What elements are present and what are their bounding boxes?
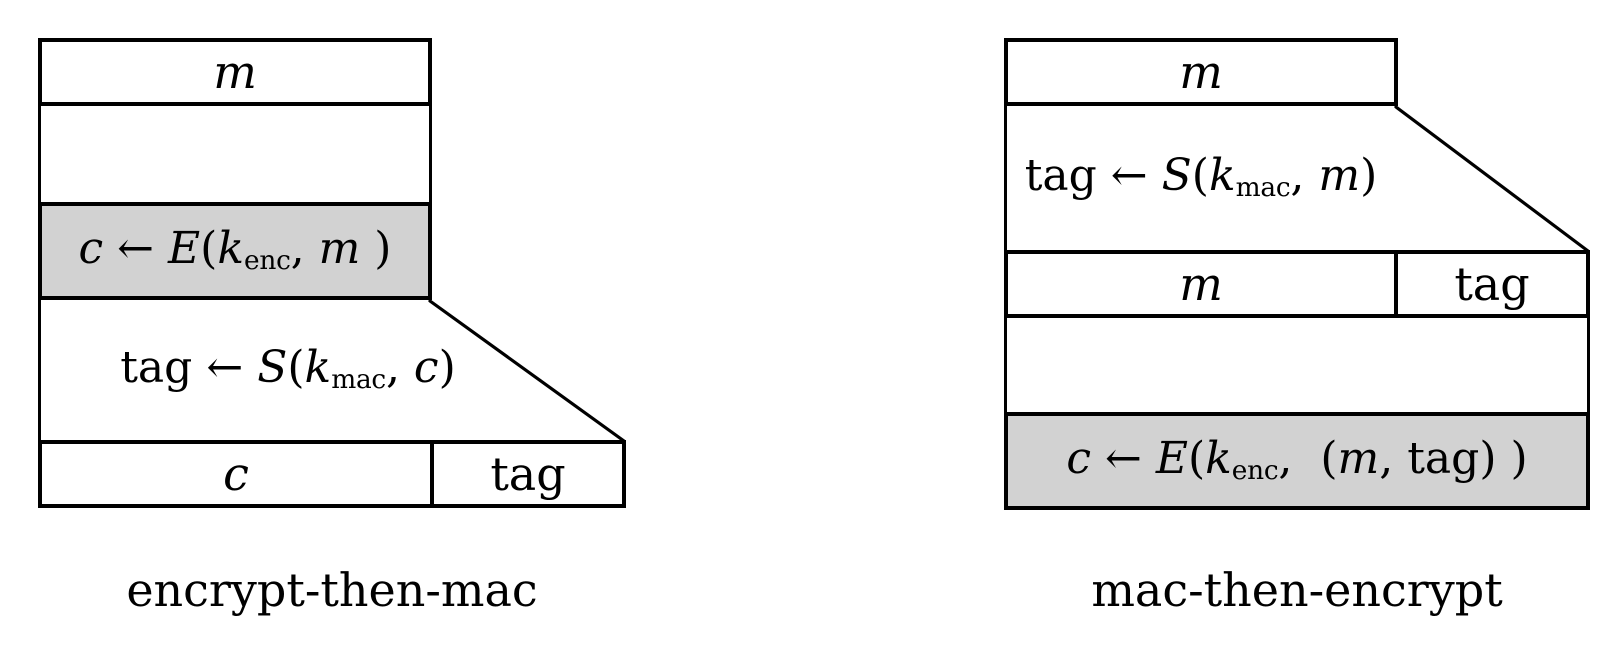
formula-segment: m xyxy=(1337,433,1380,485)
etm-message-box: m xyxy=(38,38,432,106)
mte-encrypt-box: c ← E(kenc, (m, tag) ) xyxy=(1004,412,1590,510)
mte-gap-right-connector xyxy=(1587,318,1590,414)
formula-segment: , xyxy=(385,342,414,394)
formula-segment: ← xyxy=(1090,433,1156,485)
formula-segment: S xyxy=(1161,150,1192,202)
formula-segment: ← xyxy=(103,223,169,275)
formula-segment: k xyxy=(1208,150,1236,202)
etm-gap-left-connector xyxy=(38,106,41,202)
formula-segment: ) xyxy=(360,223,392,275)
formula-segment: m xyxy=(1318,150,1361,202)
etm-tag-left-connector xyxy=(38,300,41,442)
formula-segment: , xyxy=(1379,433,1408,485)
formula-segment: c xyxy=(78,223,104,275)
formula-segment: ) xyxy=(438,342,456,394)
mte-mac-message-label: m xyxy=(1179,257,1223,311)
formula-segment: , xyxy=(290,223,319,275)
formula-segment: mac xyxy=(1235,172,1291,204)
mte-mac-message-cell: m xyxy=(1008,254,1398,314)
etm-tag-computation-region: tag ← S(kmac, c) xyxy=(38,300,538,440)
mte-gap-left-connector xyxy=(1004,318,1007,414)
formula-segment: mac xyxy=(331,364,386,396)
formula-segment: ← xyxy=(1096,150,1162,202)
formula-segment: m xyxy=(318,223,361,275)
etm-encrypt-box: c ← E(kenc, m ) xyxy=(38,202,432,300)
formula-segment: c xyxy=(413,342,439,394)
formula-segment: k xyxy=(217,223,244,275)
etm-diagram-label: encrypt-then-mac xyxy=(126,563,538,617)
etm-output-row: c tag xyxy=(38,440,626,508)
etm-output-tag-cell: tag xyxy=(434,444,622,504)
formula-segment: S xyxy=(257,342,288,394)
mte-tag-formula: tag ← S(kmac, m) xyxy=(1025,154,1378,201)
formula-segment: , ( xyxy=(1278,433,1338,485)
formula-segment: k xyxy=(1205,433,1232,485)
formula-segment: c xyxy=(1066,433,1091,485)
mte-mac-tag-cell: tag xyxy=(1398,254,1586,314)
formula-segment: ) xyxy=(1360,150,1378,202)
formula-segment: ( xyxy=(287,342,305,394)
formula-segment: ( xyxy=(1191,150,1209,202)
etm-output-cipher-cell: c xyxy=(42,444,434,504)
etm-tag-formula: tag ← S(kmac, c) xyxy=(120,346,456,393)
mte-tag-computation-region: tag ← S(kmac, m) xyxy=(1004,106,1398,250)
etm-message-label: m xyxy=(213,45,257,99)
etm-output-tag-label: tag xyxy=(490,447,566,501)
etm-gap-right-connector xyxy=(429,106,432,202)
formula-segment: E xyxy=(168,223,201,275)
etm-encrypt-formula: c ← E(kenc, m ) xyxy=(79,227,392,274)
formula-segment: enc xyxy=(243,245,291,277)
mte-message-label: m xyxy=(1179,45,1223,99)
formula-segment: , xyxy=(1290,150,1319,202)
mte-mac-row: m tag xyxy=(1004,250,1590,318)
formula-segment: ← xyxy=(192,342,258,394)
formula-segment: tag xyxy=(1407,433,1480,485)
formula-segment: ) ) xyxy=(1479,433,1528,485)
right-diagonal-connector xyxy=(1394,105,1590,253)
formula-segment: E xyxy=(1155,433,1188,485)
mte-tag-left-connector xyxy=(1004,106,1007,252)
etm-output-cipher-label: c xyxy=(223,447,249,501)
formula-segment: k xyxy=(304,342,332,394)
mte-message-box: m xyxy=(1004,38,1398,106)
formula-segment: ( xyxy=(1187,433,1206,485)
formula-segment: ( xyxy=(200,223,218,275)
mte-diagram-label: mac-then-encrypt xyxy=(1091,563,1503,617)
formula-segment: enc xyxy=(1231,455,1279,487)
formula-segment: tag xyxy=(1024,150,1097,202)
formula-segment: tag xyxy=(120,342,193,394)
mte-mac-tag-label: tag xyxy=(1454,257,1530,311)
mte-encrypt-formula: c ← E(kenc, (m, tag) ) xyxy=(1066,437,1527,484)
